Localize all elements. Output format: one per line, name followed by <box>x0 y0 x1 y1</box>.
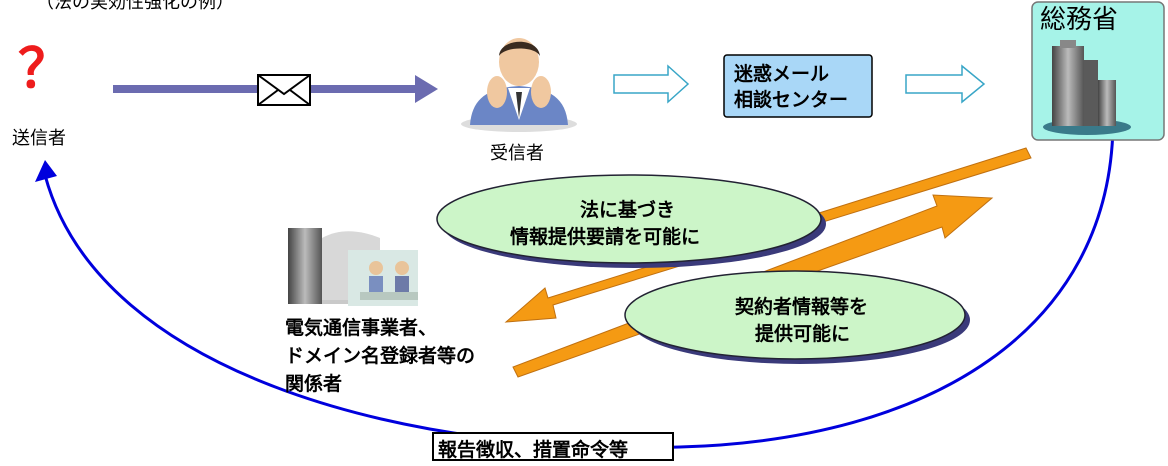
center-box <box>723 54 873 118</box>
ellipse-lower <box>624 270 970 364</box>
related-line3: 関係者 <box>285 373 343 395</box>
sender-label: 送信者 <box>12 128 66 149</box>
ellipse-lower-line1: 契約者情報等を <box>735 296 869 318</box>
ellipse-upper-line1: 法に基づき <box>580 199 676 221</box>
ellipse-upper-line2: 情報提供要請を可能に <box>510 226 701 248</box>
bottom-label-box <box>432 432 674 461</box>
related-parties-illustration <box>288 228 418 306</box>
ministry-label: 総務省 <box>1040 5 1119 35</box>
related-line2: ドメイン名登録者等の <box>285 345 476 367</box>
bottom-label: 報告徴収、措置命令等 <box>438 439 629 461</box>
arrow-recipient-to-center <box>613 64 690 104</box>
ellipse-lower-line2: 提供可能に <box>755 323 851 345</box>
related-line1: 電気通信事業者、 <box>285 317 438 339</box>
center-line2: 相談センター <box>734 89 849 111</box>
ministry-box <box>1031 1 1165 141</box>
top-caption: （法の実効性強化の例） <box>36 0 234 13</box>
recipient-label: 受信者 <box>490 143 544 164</box>
center-line1: 迷惑メール <box>734 63 830 85</box>
arrow-center-to-ministry <box>905 64 986 104</box>
recipient-figure <box>461 38 577 132</box>
ellipse-upper <box>436 174 826 268</box>
sender-question-icon: ？ <box>18 37 72 100</box>
curve-arrowhead <box>35 160 57 182</box>
envelope-icon <box>257 74 311 106</box>
